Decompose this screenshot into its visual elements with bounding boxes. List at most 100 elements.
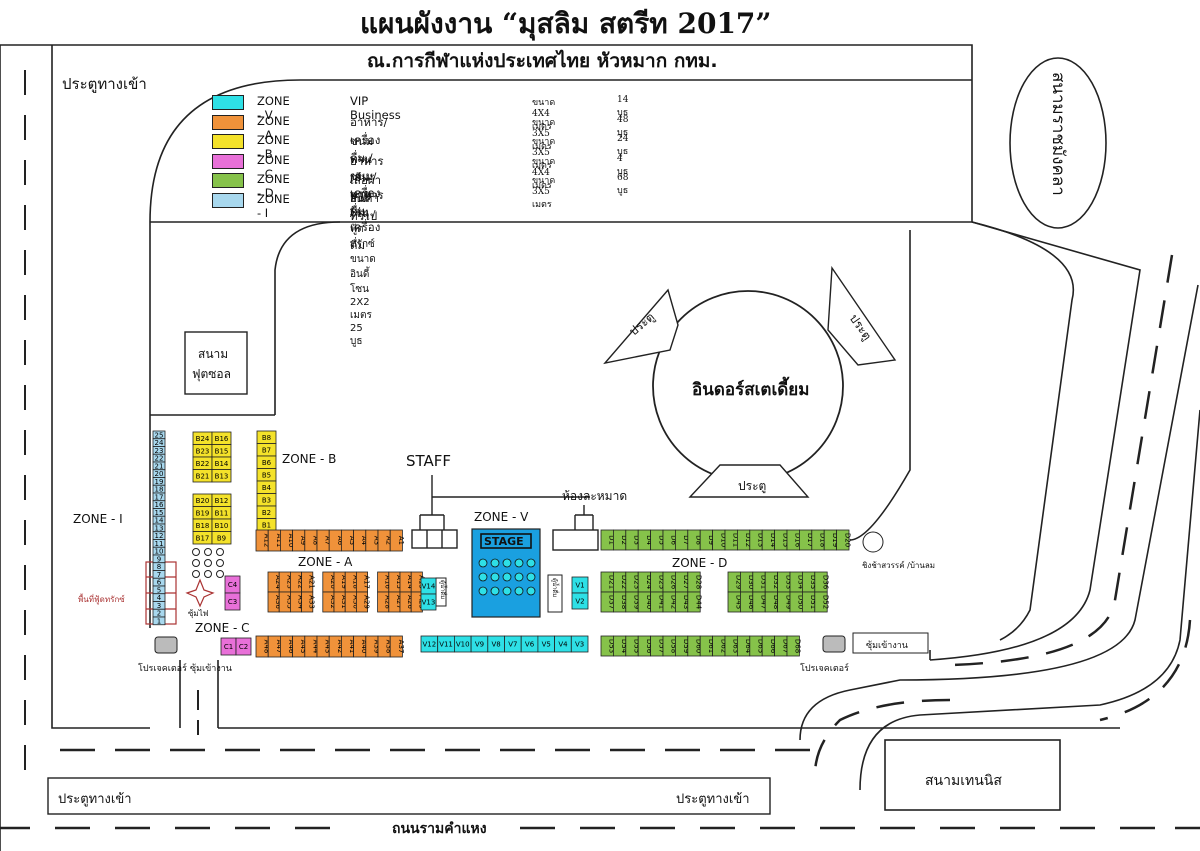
svg-text:D50: D50 (797, 595, 805, 609)
svg-text:B21: B21 (196, 472, 210, 480)
svg-text:17: 17 (155, 493, 164, 501)
svg-text:V5: V5 (542, 641, 551, 649)
stage-label: STAGE (484, 535, 524, 548)
svg-text:A17: A17 (363, 575, 371, 589)
svg-text:V11: V11 (439, 641, 453, 649)
site-outline (0, 44, 1141, 851)
svg-text:D4: D4 (645, 535, 653, 545)
svg-text:D56: D56 (645, 639, 653, 654)
zone-v-label: ZONE - V (474, 510, 529, 524)
legend-swatch (212, 114, 244, 130)
booth-b13: B13 (211, 469, 232, 483)
svg-text:D12: D12 (744, 533, 752, 547)
svg-text:A11: A11 (275, 534, 283, 548)
water-dispenser-label-2: ตู้น้ำดื่ม (439, 580, 446, 600)
legend-size: ขนาด 3X5 เมตร (532, 137, 556, 171)
booth-b16: B16 (211, 431, 232, 445)
svg-text:25: 25 (155, 431, 164, 439)
booth-d68: D68 (786, 635, 802, 657)
svg-text:A47: A47 (275, 640, 283, 654)
road-label: ถนนรามคำแหง (392, 821, 487, 837)
svg-text:D32: D32 (772, 575, 780, 589)
svg-text:D53: D53 (608, 639, 616, 653)
booth-d36: D36 (814, 571, 830, 593)
booth-13: 13 (152, 523, 166, 532)
legend-count: 4 บูธ (617, 153, 629, 177)
svg-text:D63: D63 (732, 639, 740, 653)
tennis-label: สนามเทนนิส (925, 773, 1002, 789)
svg-text:A27: A27 (395, 595, 403, 609)
svg-text:21: 21 (155, 462, 164, 470)
foodtruck-dots (192, 548, 224, 578)
booth-d4: D4 (637, 529, 653, 551)
booth-v6: V6 (520, 635, 539, 653)
svg-text:B22: B22 (196, 460, 210, 468)
booth-v2: V2 (571, 592, 589, 610)
svg-text:A10: A10 (287, 534, 295, 548)
svg-text:D24: D24 (645, 575, 653, 590)
booth-d12: D12 (737, 529, 752, 551)
light-arch-icon (185, 578, 215, 608)
entrance-bottom-left: ประตูทางเข้า (58, 792, 132, 807)
futsal-court (184, 331, 248, 395)
page-title: แผนผังงาน “มุสลิม สตรีท 2017” (360, 7, 772, 40)
market-label: สนามราชมังคลา (1048, 72, 1068, 196)
svg-text:C2: C2 (239, 643, 248, 651)
booth-b19: B19 (192, 506, 213, 520)
svg-text:D38: D38 (620, 595, 628, 609)
arch-right-label: ซุ้มเข้างาน (866, 641, 908, 651)
svg-text:A42: A42 (336, 640, 344, 654)
booth-23: 23 (152, 446, 166, 455)
booth-a29: A29 (355, 591, 371, 613)
svg-text:V7: V7 (508, 641, 517, 649)
svg-text:18: 18 (155, 486, 164, 494)
legend-zone: ZONE - V (257, 94, 290, 122)
booth-7: 7 (152, 570, 166, 579)
svg-text:V10: V10 (456, 641, 470, 649)
svg-text:D65: D65 (757, 639, 765, 653)
booth-b21: B21 (192, 469, 213, 483)
booth-d42: D42 (662, 591, 678, 613)
svg-text:V4: V4 (558, 641, 568, 649)
svg-text:D17: D17 (806, 533, 814, 547)
booth-12: 12 (152, 531, 166, 540)
legend-zone: ZONE - D (257, 172, 290, 200)
svg-text:B17: B17 (196, 534, 210, 542)
svg-text:D19: D19 (831, 533, 839, 547)
svg-text:14: 14 (155, 517, 164, 525)
svg-text:B20: B20 (196, 497, 210, 505)
svg-text:A33: A33 (308, 595, 316, 609)
legend-swatch (212, 192, 244, 208)
svg-text:D66: D66 (769, 639, 777, 654)
svg-text:A20: A20 (329, 575, 337, 589)
legend-desc: อาหาร/เครื่องดื่ม / ขนมทานเล่น (350, 114, 388, 219)
booth-b24: B24 (192, 431, 213, 445)
svg-text:A6: A6 (336, 536, 344, 546)
booth-3: 3 (152, 601, 166, 610)
svg-text:A8: A8 (311, 536, 319, 545)
svg-text:D42: D42 (670, 595, 678, 609)
booth-10: 10 (152, 546, 166, 556)
booth-c1: C1 (220, 637, 237, 656)
svg-text:D44: D44 (695, 595, 703, 610)
svg-text:A16: A16 (384, 575, 392, 589)
svg-text:A44: A44 (311, 640, 319, 654)
stadium-label: อินดอร์สเตเดี้ยม (692, 380, 810, 400)
legend-desc: อาหาร / เครื่องดื่ม (350, 153, 384, 218)
svg-text:A7: A7 (324, 536, 332, 545)
svg-text:D48: D48 (772, 595, 780, 609)
svg-text:D30: D30 (747, 575, 755, 589)
svg-text:D45: D45 (735, 595, 743, 609)
svg-text:11: 11 (155, 540, 164, 548)
svg-text:B2: B2 (262, 509, 271, 517)
svg-text:D22: D22 (620, 575, 628, 589)
booth-d44: D44 (687, 591, 703, 613)
svg-text:D49: D49 (784, 595, 792, 609)
svg-text:A22: A22 (297, 575, 305, 589)
svg-text:D29: D29 (735, 575, 743, 589)
booth-v7: V7 (504, 635, 522, 653)
svg-text:B9: B9 (217, 534, 226, 542)
svg-text:D27: D27 (682, 575, 690, 589)
booth-d52: D52 (814, 591, 830, 613)
svg-text:D47: D47 (760, 595, 768, 609)
